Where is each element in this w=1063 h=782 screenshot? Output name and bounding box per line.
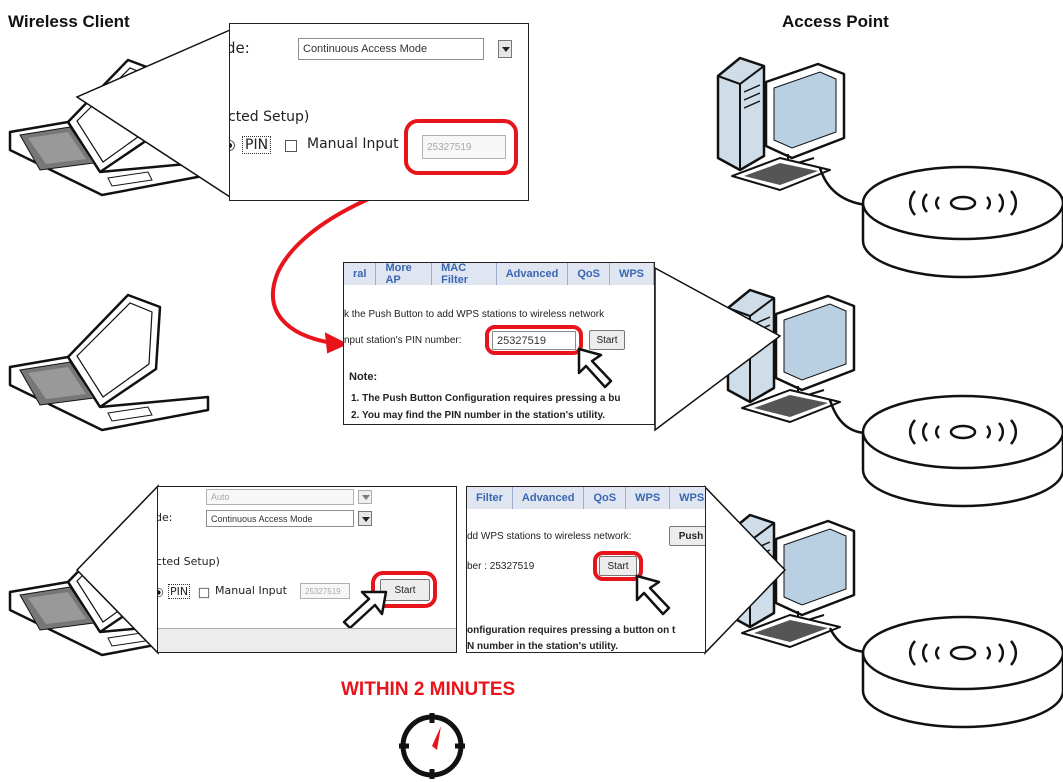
power-mode-select[interactable]: Continuous Access Mode	[298, 38, 484, 60]
tab-wps[interactable]: WPS	[609, 263, 654, 285]
client-config-panel-top: de: Continuous Access Mode cted Setup) P…	[229, 23, 529, 201]
cursor-arrow-icon	[635, 574, 671, 616]
push-button[interactable]: Push	[669, 526, 705, 546]
pin-note-line: N number in the station's utility.	[467, 641, 619, 652]
router-icon-top	[861, 165, 1063, 279]
dropdown-arrow-icon[interactable]	[498, 40, 512, 58]
pin-prompt-label: nput station's PIN number:	[344, 335, 462, 346]
start-button[interactable]: Start	[599, 556, 637, 576]
pin-radio-label: PIN	[168, 584, 191, 599]
tab-advanced[interactable]: Advanced	[496, 263, 569, 285]
cable-top	[818, 167, 867, 207]
note-line-2: 2. You may find the PIN number in the st…	[351, 410, 606, 421]
pin-radio[interactable]	[230, 140, 235, 151]
cable-middle	[828, 399, 867, 435]
cursor-arrow-icon	[342, 590, 388, 630]
time-limit-label: WITHIN 2 MINUTES	[341, 679, 516, 700]
manual-input-checkbox[interactable]	[198, 587, 210, 599]
tab-wps-station[interactable]: WPS	[670, 487, 705, 509]
pin-transfer-arrowhead	[324, 332, 349, 354]
auto-select[interactable]: Auto	[206, 489, 354, 505]
pin-radio-label: PIN	[242, 136, 272, 154]
tab-qos[interactable]: QoS	[568, 263, 610, 285]
setup-label: cted Setup)	[229, 109, 310, 125]
pin-code-field[interactable]: 25327519	[422, 135, 506, 159]
tab-advanced[interactable]: Advanced	[512, 487, 585, 509]
pin-prompt-label: ber : 25327519	[467, 561, 535, 572]
ap-wps-panel-middle: ral More AP MAC Filter Advanced QoS WPS …	[343, 262, 655, 425]
ap-tabs: Filter Advanced QoS WPS WPS	[467, 487, 705, 509]
start-button[interactable]: Start	[380, 579, 430, 601]
config-note-line: onfiguration requires pressing a button …	[467, 625, 676, 636]
status-bar	[158, 628, 456, 652]
dropdown-arrow-icon[interactable]	[358, 490, 372, 504]
pin-highlight-ring	[485, 325, 583, 355]
cable-bottom	[828, 627, 867, 654]
tab-wps[interactable]: WPS	[626, 487, 671, 509]
wireless-client-heading: Wireless Client	[8, 12, 130, 31]
tab-mac-filter[interactable]: Filter	[467, 487, 513, 509]
laptop-icon-middle	[8, 293, 210, 432]
tab-qos[interactable]: QoS	[584, 487, 627, 509]
manual-input-label: Manual Input	[215, 584, 287, 597]
tab-mac-filter[interactable]: MAC Filter	[432, 263, 497, 286]
setup-label: cted Setup)	[157, 555, 220, 568]
start-highlight-ring	[593, 551, 643, 581]
note-title: Note:	[349, 371, 378, 383]
station-pin-field[interactable]: 25327519	[492, 331, 576, 350]
mode-label: de:	[158, 511, 173, 524]
start-button[interactable]: Start	[589, 330, 625, 350]
ap-wps-panel-bottom: Filter Advanced QoS WPS WPS dd WPS stati…	[466, 486, 706, 653]
note-line-1: 1. The Push Button Configuration require…	[351, 393, 621, 404]
dropdown-arrow-icon[interactable]	[358, 511, 372, 526]
pin-code-field[interactable]: 25327519	[300, 583, 350, 599]
tab-more-ap[interactable]: More AP	[376, 263, 433, 286]
callout-wedge-ap-middle	[654, 266, 782, 432]
computer-icon-top	[716, 56, 846, 192]
manual-input-checkbox[interactable]	[285, 140, 297, 152]
push-button-instruction: dd WPS stations to wireless network:	[467, 531, 632, 542]
cursor-arrow-icon	[577, 347, 613, 389]
push-button-instruction: k the Push Button to add WPS stations to…	[344, 309, 605, 320]
manual-input-label: Manual Input	[307, 136, 399, 152]
tab-general[interactable]: ral	[344, 263, 377, 285]
pin-highlight-ring	[404, 119, 518, 175]
client-config-panel-bottom: Auto de: Continuous Access Mode cted Set…	[157, 486, 457, 653]
router-icon-bottom	[861, 615, 1063, 729]
stopwatch-icon	[399, 713, 465, 779]
router-icon-middle	[861, 394, 1063, 508]
start-highlight-ring	[371, 571, 437, 608]
ap-tabs: ral More AP MAC Filter Advanced QoS WPS	[344, 263, 654, 286]
power-mode-select[interactable]: Continuous Access Mode	[206, 510, 354, 527]
access-point-heading: Access Point	[782, 12, 889, 31]
pin-radio[interactable]	[158, 587, 164, 598]
mode-label: de:	[230, 39, 250, 57]
